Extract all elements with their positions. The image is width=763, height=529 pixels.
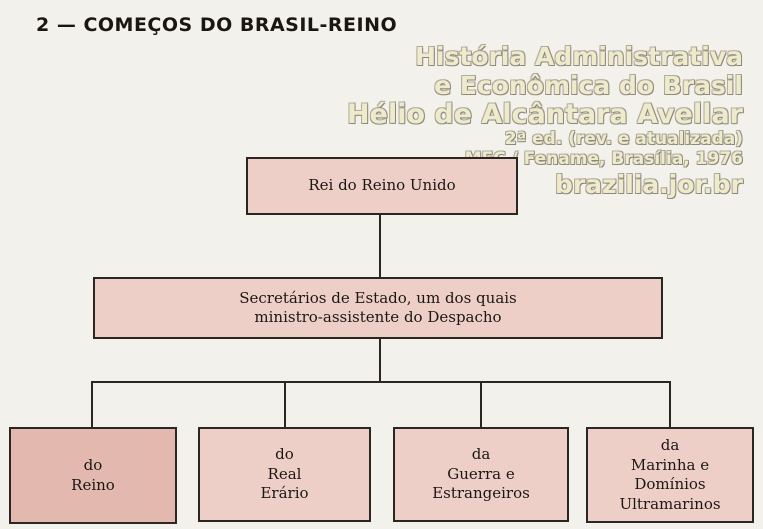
dept-marinha-line4: Ultramarinos (619, 494, 721, 513)
dept-guerra-line1: da (471, 445, 491, 464)
dept-erario-line2: Real (267, 464, 302, 483)
dept-erario-line3: Erário (260, 484, 309, 503)
watermark-site: brazilia.jor.br (555, 170, 743, 199)
dept-guerra-line3: Estrangeiros (432, 484, 530, 503)
watermark-author: Hélio de Alcântara Avellar (347, 99, 743, 130)
dept-reino-line1: do (83, 456, 103, 474)
secretaries-label-line2: ministro-assistente do Despacho (254, 308, 502, 326)
watermark-title-line1: História Administrativa (415, 42, 743, 71)
box-secretaries: Secretários de Estado, um dos quais mini… (93, 277, 663, 339)
page-heading: 2 — COMEÇOS DO BRASIL-REINO (36, 14, 398, 36)
watermark-title-line2: e Econômica do Brasil (434, 71, 743, 100)
dept-marinha-line2: Marinha e (630, 455, 710, 474)
watermark-publisher: MEC / Fename, Brasília, 1976 (464, 149, 743, 169)
dept-reino-line2: Reino (71, 475, 115, 494)
watermark-edition: 2ª ed. (rev. e atualizada) (504, 129, 743, 149)
watermark: História Administrativa e Econômica do B… (347, 44, 743, 197)
secretaries-label-line1: Secretários de Estado, um dos quais (239, 288, 517, 307)
box-dept-erario: do Real Erário (198, 427, 371, 522)
box-dept-marinha: da Marinha e Domínios Ultramarinos (586, 427, 754, 523)
dept-guerra-line2: Guerra e (447, 464, 515, 483)
king-label: Rei do Reino Unido (308, 176, 456, 195)
dept-erario-line1: do (275, 445, 294, 464)
dept-marinha-line3: Domínios (634, 475, 706, 493)
dept-marinha-line1: da (660, 436, 680, 454)
box-king: Rei do Reino Unido (246, 157, 518, 215)
box-dept-guerra: da Guerra e Estrangeiros (393, 427, 569, 522)
box-dept-reino: do Reino (9, 427, 177, 524)
